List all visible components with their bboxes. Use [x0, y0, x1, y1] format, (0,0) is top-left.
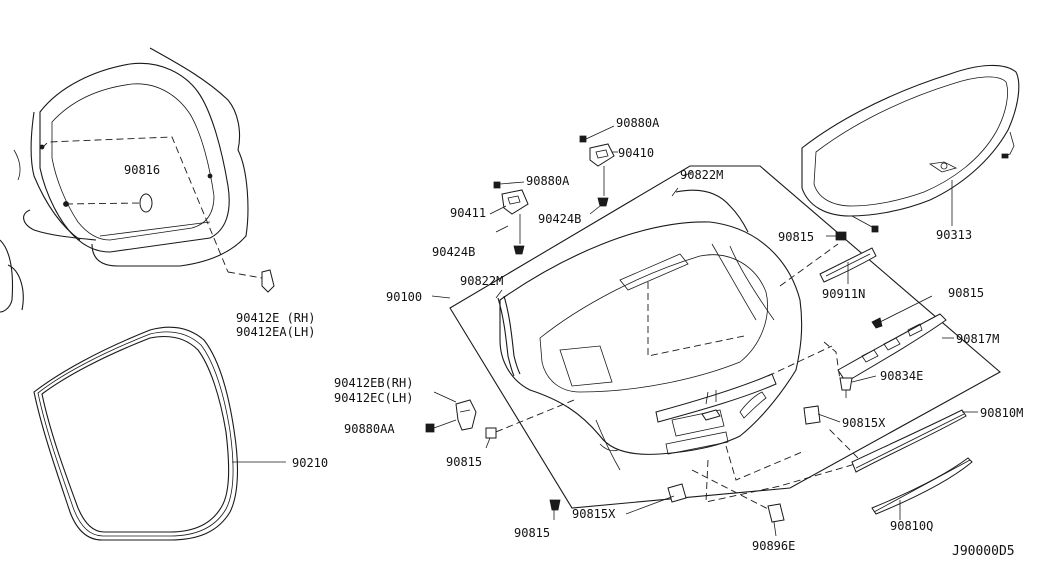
label-90810q: 90810Q [890, 519, 933, 533]
grommet-90816-icon [139, 193, 153, 213]
finisher-90810m-icon [851, 409, 967, 473]
hinge-90412eb-icon [455, 399, 477, 431]
label-90815-right: 90815 [948, 286, 984, 300]
label-90880a-mid: 90880A [526, 174, 570, 188]
label-90815-hinge: 90815 [446, 455, 482, 469]
clip-90815-hinge-icon [485, 427, 497, 439]
clip-90815-bottom-icon [549, 499, 561, 511]
label-90412eb: 90412EB(RH) [334, 376, 413, 390]
label-90410: 90410 [618, 146, 654, 160]
label-90412ea: 90412EA(LH) [236, 325, 315, 339]
label-90100: 90100 [386, 290, 422, 304]
spoiler-garnish-parts [803, 231, 978, 520]
hinge-90410-icon [589, 143, 615, 167]
lower-small-parts [425, 171, 785, 537]
hinge-90412e-icon [261, 269, 275, 293]
label-90911n: 90911N [822, 287, 865, 301]
hinge-assembly-90410 [489, 125, 618, 255]
seal-90815x-icon [803, 405, 821, 425]
label-90896e: 90896E [752, 539, 795, 553]
cap-90896e-icon [767, 503, 785, 523]
label-90210: 90210 [292, 456, 328, 470]
back-door-90100 [449, 165, 1001, 511]
label-90822m-side: 90822M [460, 274, 503, 288]
label-90834e: 90834E [880, 369, 923, 383]
label-90815-bottom: 90815 [514, 526, 550, 540]
weatherstrip-90210 [33, 326, 286, 541]
label-90817m: 90817M [956, 332, 999, 346]
hinge-90411-icon [501, 189, 529, 215]
label-90424b-left: 90424B [432, 245, 475, 259]
clip-90815-icon [835, 231, 847, 241]
vehicle-body-outline [0, 47, 275, 313]
label-90880a-top: 90880A [616, 116, 660, 130]
label-90815-top: 90815 [778, 230, 814, 244]
label-90412ec: 90412EC(LH) [334, 391, 413, 405]
label-90313: 90313 [936, 228, 972, 242]
label-90815x-bottom: 90815X [572, 507, 616, 521]
label-90880aa: 90880AA [344, 422, 395, 436]
label-90424b-right: 90424B [538, 212, 581, 226]
label-90411: 90411 [450, 206, 486, 220]
label-90810m: 90810M [980, 406, 1023, 420]
label-90822m-top: 90822M [680, 168, 723, 182]
nut-90424b-icon [597, 197, 609, 207]
bolt-90880aa-icon [425, 423, 435, 433]
label-90412e: 90412E (RH) [236, 311, 315, 325]
clip-90815-right-icon [871, 317, 883, 329]
diagram-code: J90000D5 [952, 544, 1015, 559]
label-90815x-right: 90815X [842, 416, 886, 430]
label-90816: 90816 [124, 163, 160, 177]
nut-90424b-lower-icon [513, 245, 525, 255]
clip-90834e-icon [839, 377, 853, 391]
back-glass-90313 [801, 64, 1020, 233]
